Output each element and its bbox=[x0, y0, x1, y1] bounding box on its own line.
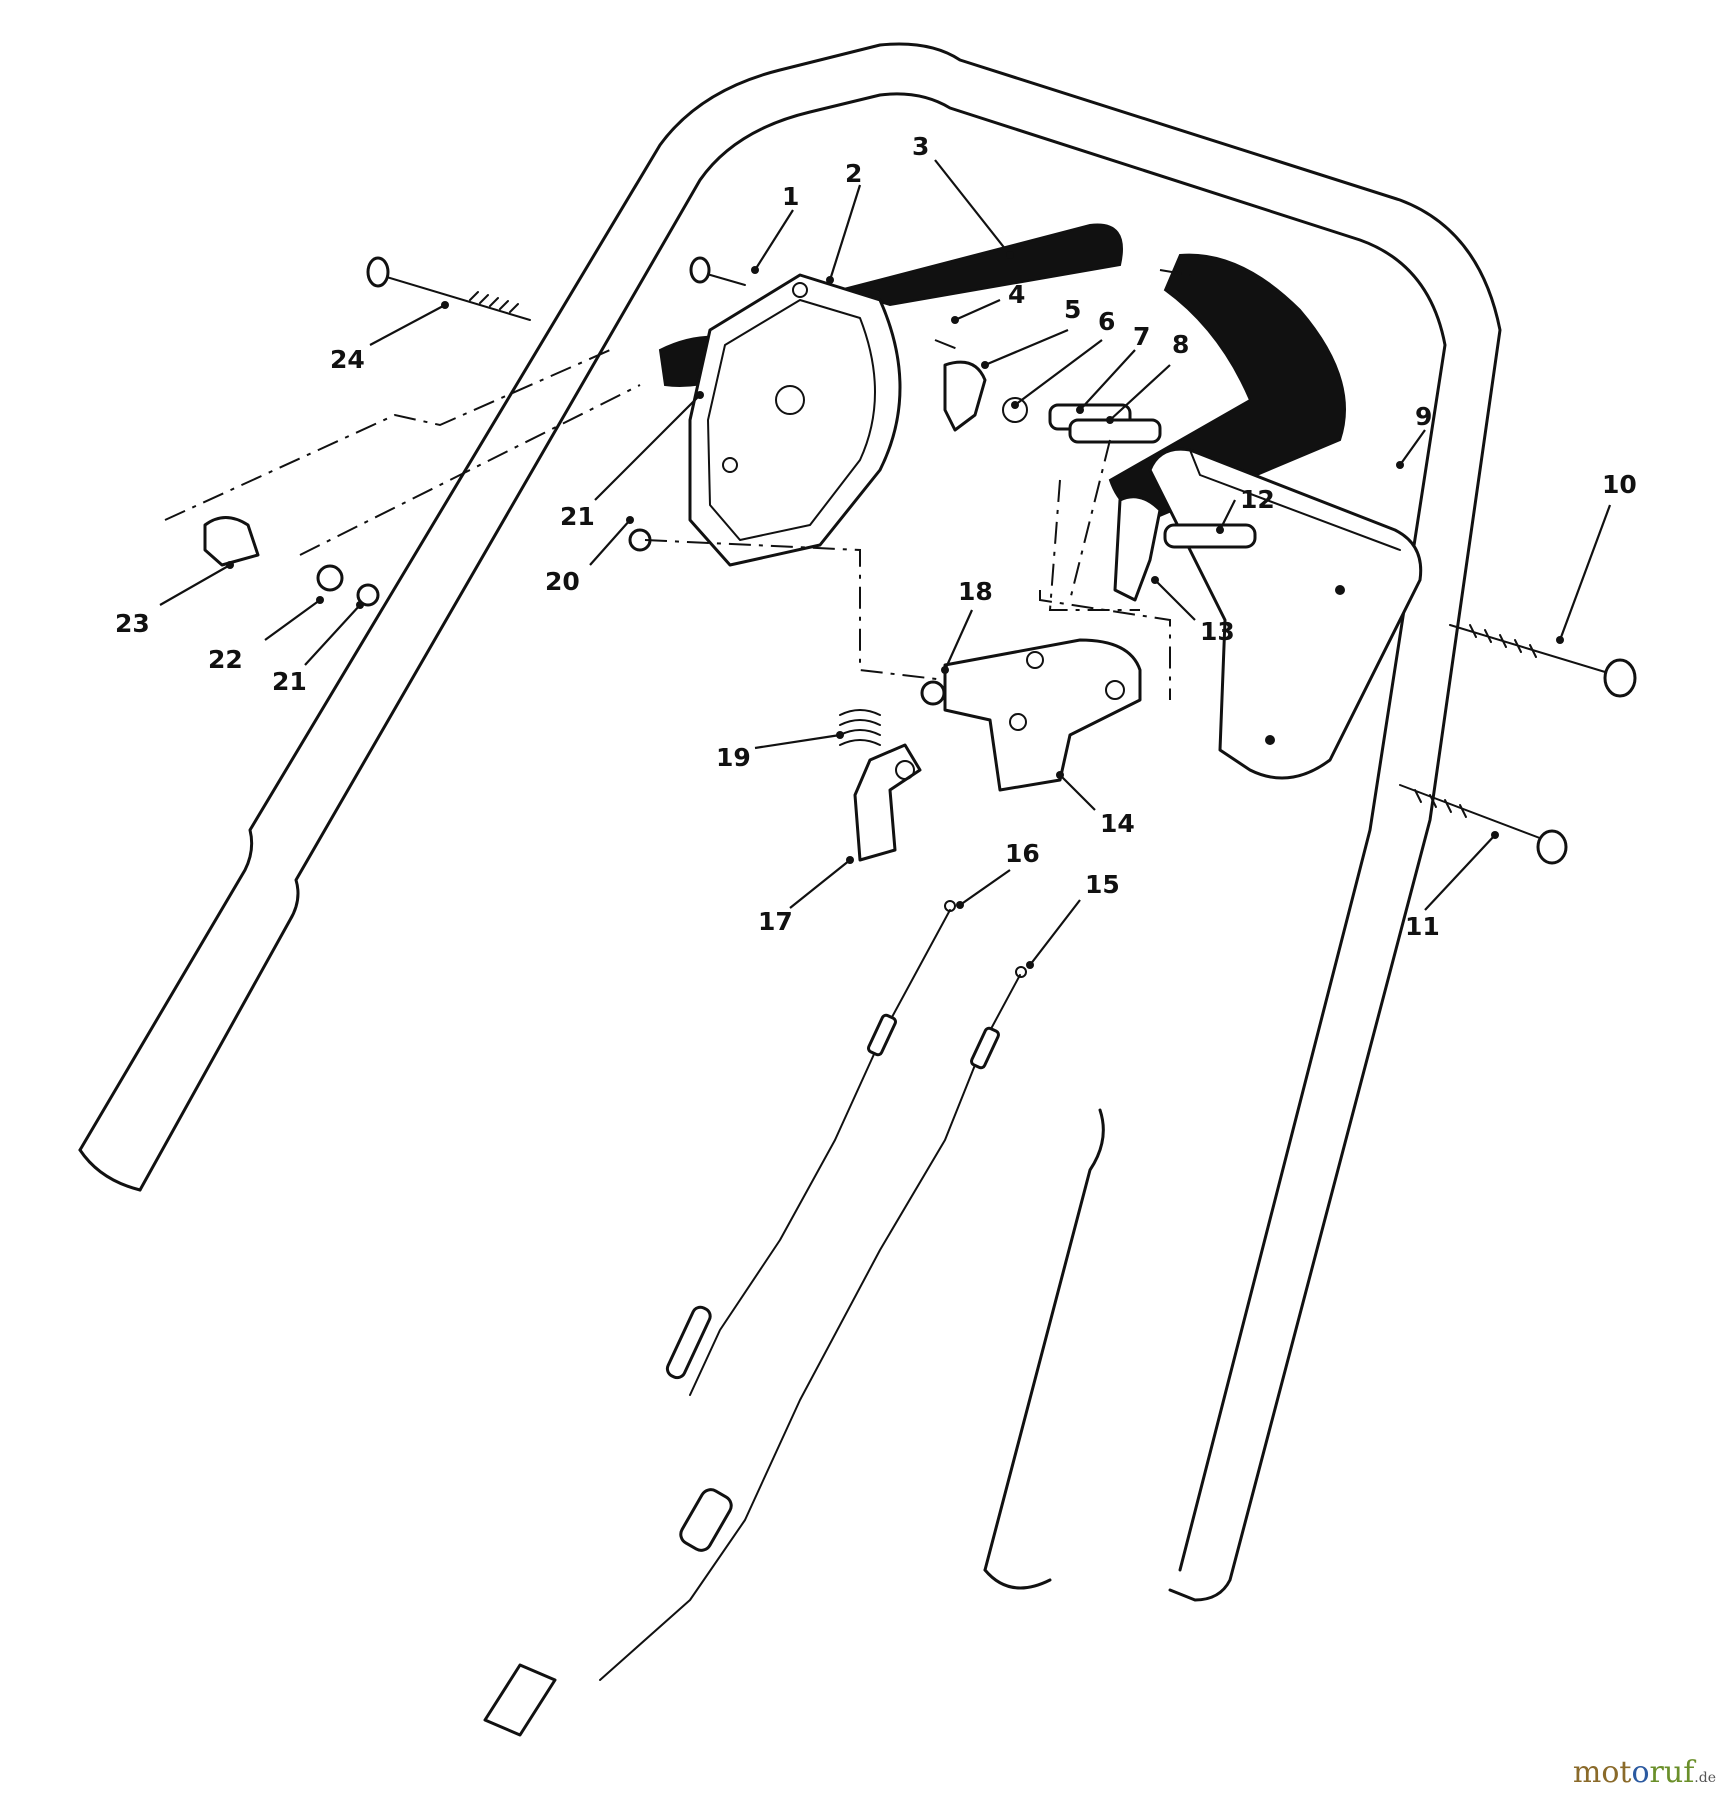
callout-10: 10 bbox=[1556, 470, 1637, 644]
callout-24: 24 bbox=[330, 301, 449, 374]
svg-text:12: 12 bbox=[1240, 485, 1275, 514]
callout-3: 3 bbox=[912, 132, 1014, 259]
watermark-part1: mot bbox=[1572, 1755, 1632, 1790]
left-housing bbox=[688, 273, 902, 567]
callout-16: 16 bbox=[956, 839, 1040, 909]
callout-4: 4 bbox=[951, 280, 1025, 324]
svg-text:14: 14 bbox=[1100, 809, 1135, 838]
assembly-lines bbox=[164, 269, 1191, 700]
callout-19: 19 bbox=[716, 731, 844, 772]
svg-text:11: 11 bbox=[1405, 912, 1440, 941]
bolts bbox=[366, 256, 1637, 865]
svg-text:5: 5 bbox=[1064, 295, 1081, 324]
callout-6: 6 bbox=[1011, 307, 1115, 409]
callout-8: 8 bbox=[1106, 330, 1189, 424]
svg-text:1: 1 bbox=[782, 182, 799, 211]
callout-7: 7 bbox=[1076, 322, 1150, 414]
callout-18: 18 bbox=[941, 577, 993, 674]
svg-text:13: 13 bbox=[1200, 617, 1235, 646]
svg-text:8: 8 bbox=[1172, 330, 1189, 359]
svg-text:21: 21 bbox=[560, 502, 595, 531]
svg-text:2: 2 bbox=[845, 159, 862, 188]
callout-5: 5 bbox=[981, 295, 1081, 369]
watermark-part2: o bbox=[1631, 1755, 1650, 1790]
callouts: 1 2 3 4 5 6 7 bbox=[115, 132, 1637, 969]
callout-13: 13 bbox=[1151, 576, 1235, 646]
watermark-logo: motoruf.de bbox=[1573, 1755, 1716, 1790]
spring-and-lever bbox=[839, 709, 922, 862]
svg-text:22: 22 bbox=[208, 645, 243, 674]
handle-tube bbox=[78, 42, 1502, 1602]
watermark-suffix: .de bbox=[1694, 1770, 1716, 1786]
svg-text:4: 4 bbox=[1008, 280, 1025, 309]
svg-text:20: 20 bbox=[545, 567, 580, 596]
svg-text:7: 7 bbox=[1133, 322, 1150, 351]
callout-23: 23 bbox=[115, 561, 234, 638]
callout-11: 11 bbox=[1405, 831, 1499, 941]
svg-text:17: 17 bbox=[758, 907, 793, 936]
right-cover bbox=[1148, 447, 1423, 780]
watermark-part3: ruf bbox=[1649, 1755, 1695, 1790]
callout-1: 1 bbox=[751, 182, 799, 274]
callout-12: 12 bbox=[1216, 485, 1275, 534]
svg-text:21: 21 bbox=[272, 667, 307, 696]
callout-14: 14 bbox=[1056, 771, 1135, 838]
svg-text:24: 24 bbox=[330, 345, 365, 374]
callout-2: 2 bbox=[826, 159, 862, 284]
svg-text:6: 6 bbox=[1098, 307, 1115, 336]
cables bbox=[483, 900, 1027, 1737]
svg-text:3: 3 bbox=[912, 132, 929, 161]
callout-21-lower: 21 bbox=[272, 601, 364, 696]
callout-17: 17 bbox=[758, 856, 854, 936]
bracket bbox=[943, 638, 1142, 792]
svg-text:23: 23 bbox=[115, 609, 150, 638]
callout-21-upper: 21 bbox=[560, 391, 704, 531]
svg-text:18: 18 bbox=[958, 577, 993, 606]
svg-text:19: 19 bbox=[716, 743, 751, 772]
svg-text:10: 10 bbox=[1602, 470, 1637, 499]
svg-text:15: 15 bbox=[1085, 870, 1120, 899]
small-parts bbox=[203, 360, 1257, 706]
callout-20: 20 bbox=[545, 516, 634, 596]
callout-9: 9 bbox=[1396, 402, 1432, 469]
svg-text:16: 16 bbox=[1005, 839, 1040, 868]
callout-22: 22 bbox=[208, 596, 324, 674]
callout-15: 15 bbox=[1026, 870, 1120, 969]
svg-text:9: 9 bbox=[1415, 402, 1432, 431]
